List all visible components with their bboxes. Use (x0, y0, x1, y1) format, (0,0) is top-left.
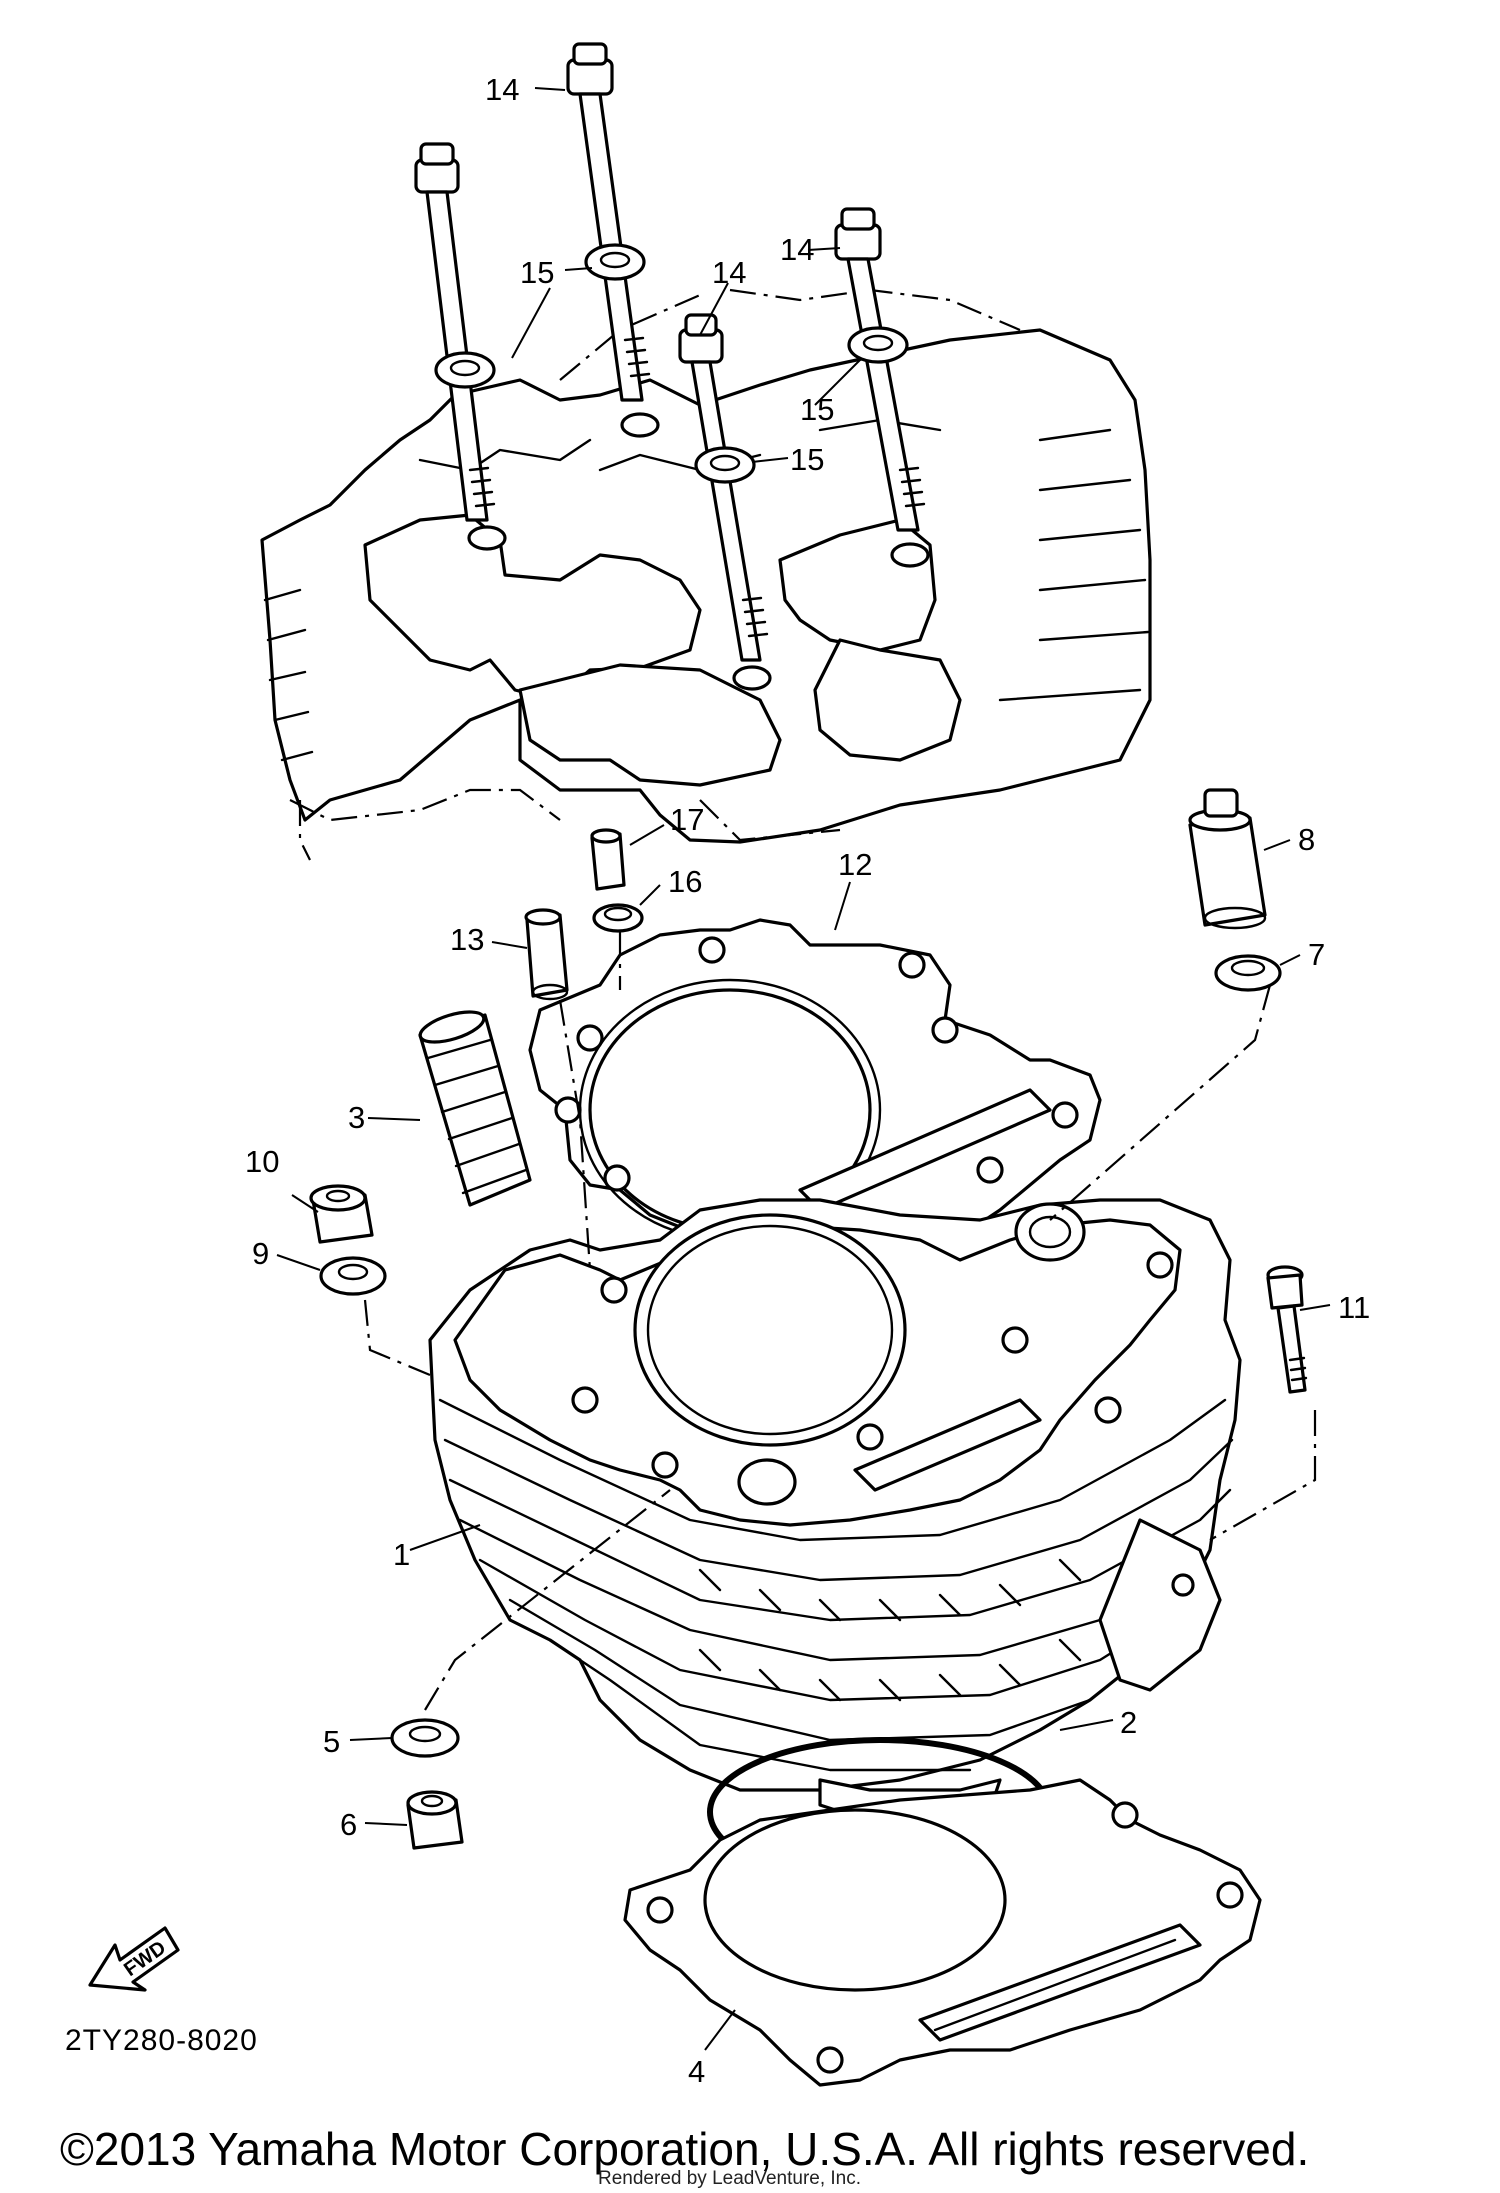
head-bolt-washer-2 (584, 243, 646, 281)
rendered-by-notice: Rendered by LeadVenture, Inc. (598, 2168, 862, 2189)
callout-2: 2 (1120, 1705, 1137, 1740)
callout-leaders (276, 87, 1331, 2051)
callout-14-c: 14 (712, 255, 746, 290)
callout-14-b: 14 (780, 232, 814, 267)
dowel-pin-small (524, 908, 569, 1001)
flange-nut-upper (309, 1184, 374, 1244)
callout-11: 11 (1338, 1290, 1370, 1325)
callout-7: 7 (1308, 937, 1325, 972)
cylinder-head (260, 288, 1152, 861)
copyright-notice: ©2013 Yamaha Motor Corporation, U.S.A. A… (60, 2123, 1310, 2175)
callout-1: 1 (393, 1537, 410, 1572)
callout-labels: 14 14 14 15 15 15 17 16 12 13 8 7 10 3 9… (245, 72, 1370, 2089)
cylinder-base-gasket (623, 1778, 1262, 2087)
callout-8: 8 (1298, 822, 1315, 857)
sealing-washer (1214, 954, 1282, 992)
callout-5: 5 (323, 1724, 340, 1759)
cylinder-head-gasket (528, 918, 1102, 1297)
callout-12: 12 (838, 847, 872, 882)
flange-nut-lower (406, 1790, 464, 1850)
head-bolt-washer-3 (694, 446, 756, 484)
callout-13: 13 (450, 922, 484, 957)
plain-washer-upper (319, 1256, 387, 1296)
head-bolt-washer-4 (847, 326, 909, 364)
head-bolt-4 (834, 207, 926, 532)
hex-socket-bolt (1266, 1265, 1308, 1394)
callout-15-c: 15 (800, 392, 834, 427)
union-bolt (1188, 788, 1267, 930)
callout-16: 16 (668, 864, 702, 899)
callout-9: 9 (252, 1236, 269, 1271)
forward-arrow-icon: FWD (88, 1926, 180, 1992)
callout-3: 3 (348, 1100, 365, 1135)
callout-15-b: 15 (790, 442, 824, 477)
head-bolt-2 (566, 42, 651, 402)
diagram-code: 2TY280-8020 (65, 2024, 258, 2057)
callout-15-a: 15 (520, 255, 554, 290)
dowel-pin-large (418, 1010, 532, 1207)
callout-14-a: 14 (485, 72, 519, 107)
plain-washer-lower (390, 1718, 460, 1758)
head-bolt-washer-1 (434, 351, 496, 389)
o-ring-16 (592, 903, 644, 933)
callout-17: 17 (670, 802, 704, 837)
head-bolt-3 (678, 313, 769, 662)
cylinder-body (428, 1198, 1242, 1822)
dowel-pin-17 (590, 828, 626, 891)
callout-6: 6 (340, 1807, 357, 1842)
callout-4: 4 (688, 2054, 705, 2089)
callout-10: 10 (245, 1144, 279, 1179)
